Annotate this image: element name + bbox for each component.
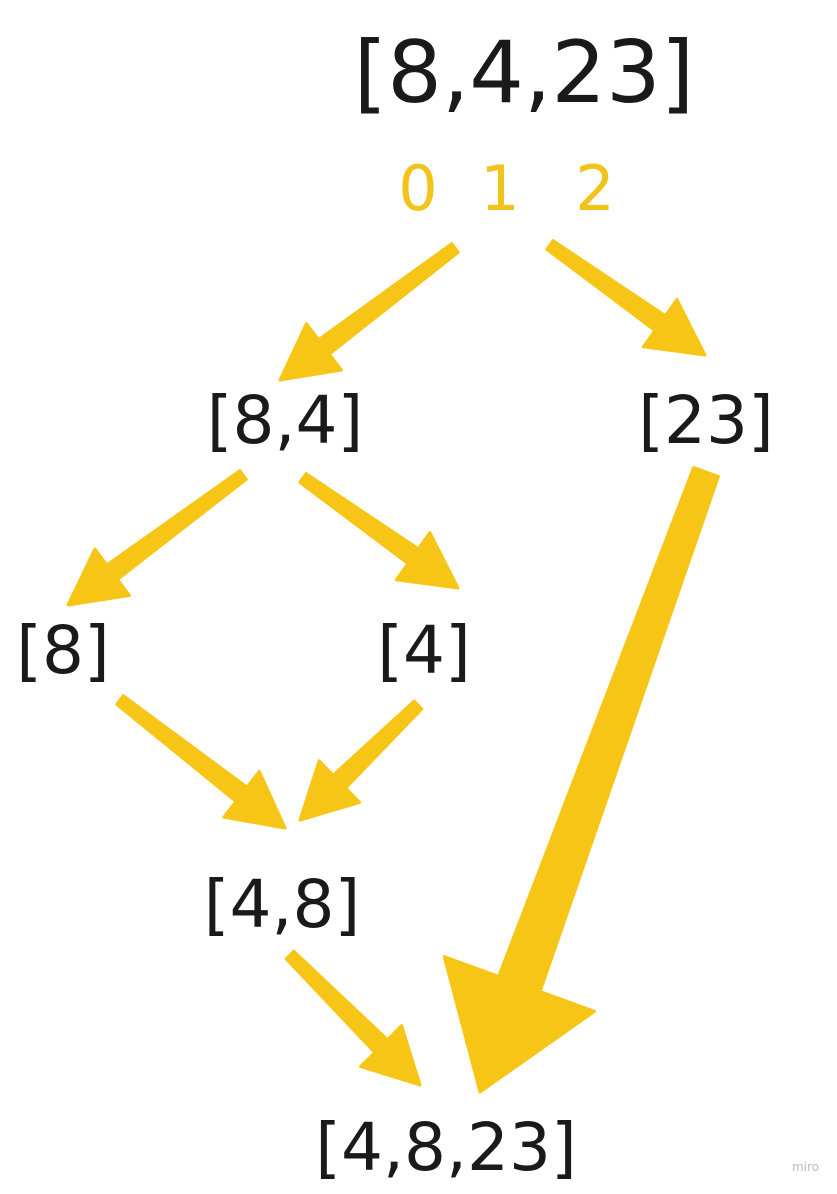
arrow-leaf-8-to-merge (115, 694, 287, 830)
node-right-split: [23] (638, 382, 774, 459)
node-leaf-8: [8] (16, 612, 110, 689)
node-left-split: [8,4] (206, 382, 364, 459)
node-leaf-4: [4] (377, 612, 471, 689)
index-2: 2 (575, 152, 615, 225)
arrow-merge-to-result (284, 949, 422, 1087)
index-1: 1 (480, 152, 520, 225)
arrow-left-split-to-leaf-4 (298, 472, 460, 590)
arrow-left-split-to-leaf-8 (66, 469, 248, 607)
arrow-leaf-4-to-merge (298, 699, 424, 822)
arrow-root-to-right-split (545, 239, 707, 357)
miro-watermark: miro (791, 1160, 819, 1174)
node-root: [8,4,23] (353, 23, 695, 123)
node-result: [4,8,23] (315, 1109, 577, 1186)
arrow-root-to-left-split (278, 242, 460, 382)
arrow-right-split-to-result (442, 466, 720, 1094)
index-0: 0 (398, 152, 438, 225)
node-merge-4-8: [4,8] (203, 866, 361, 943)
